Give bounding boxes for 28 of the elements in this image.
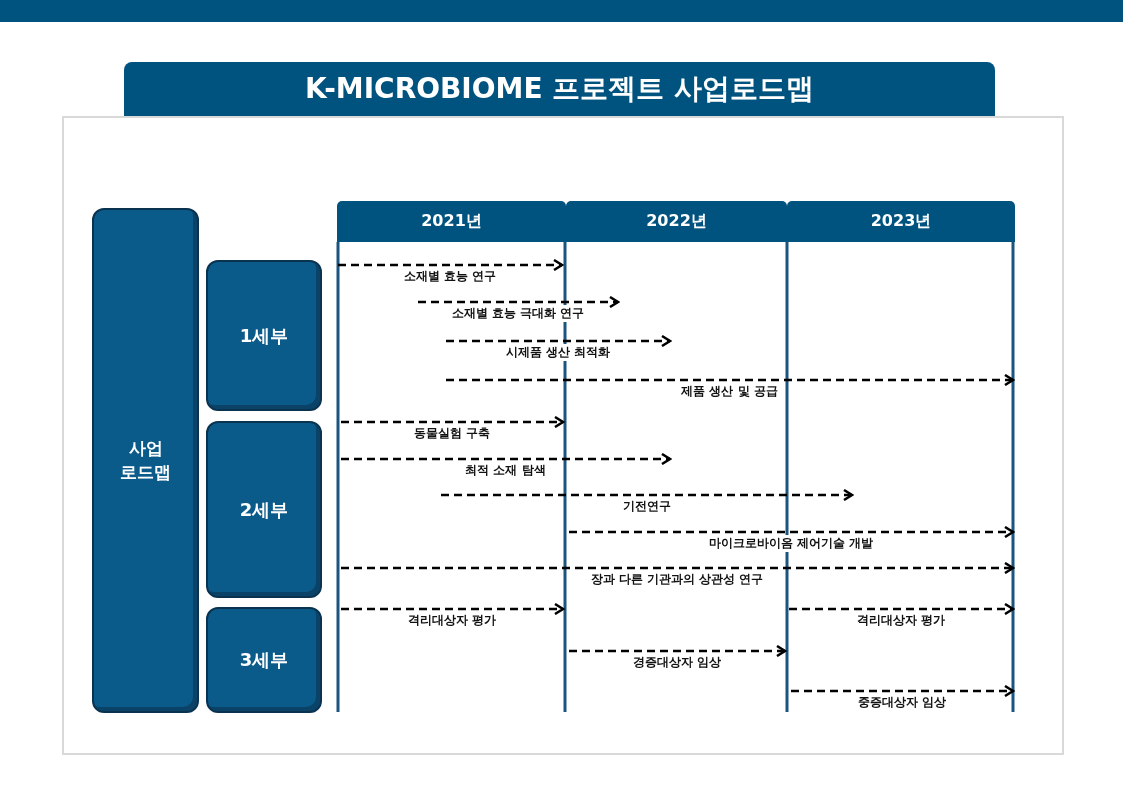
year-label: 2022년	[646, 211, 707, 232]
task-label: 기전연구	[620, 498, 673, 515]
section-box	[92, 208, 199, 713]
task-label: 최적 소재 탐색	[463, 462, 548, 479]
section-label: 1세부	[239, 323, 289, 348]
task-label: 중증대상자 임상	[855, 694, 949, 711]
section-box	[206, 421, 322, 598]
task-label: 마이크로바이옴 제어기술 개발	[706, 535, 876, 552]
task-label: 격리대상자 평가	[405, 612, 499, 629]
section-label: 3세부	[239, 648, 289, 672]
section-box	[206, 607, 322, 713]
title: K-MICROBIOME 프로젝트 사업로드맵	[124, 62, 995, 116]
task-label: 동물실험 구축	[411, 425, 493, 442]
year-header	[787, 201, 1015, 242]
task-label: 소재별 효능 연구	[401, 268, 499, 285]
task-label: 격리대상자 평가	[854, 612, 948, 629]
task-label: 제품 생산 및 공급	[679, 383, 780, 400]
year-label: 2021년	[421, 211, 482, 232]
section-label: 2세부	[239, 497, 289, 522]
year-header	[337, 201, 566, 242]
header-bar	[0, 0, 1123, 22]
section-box	[206, 260, 322, 411]
task-label: 소재별 효능 극대화 연구	[449, 305, 587, 322]
task-label: 시제품 생산 최적화	[503, 344, 613, 361]
year-label: 2023년	[870, 211, 932, 232]
task-label: 장과 다른 기관과의 상관성 연구	[588, 571, 766, 588]
task-label: 경증대상자 임상	[630, 654, 724, 671]
section-label: 사업 로드맵	[119, 436, 172, 484]
